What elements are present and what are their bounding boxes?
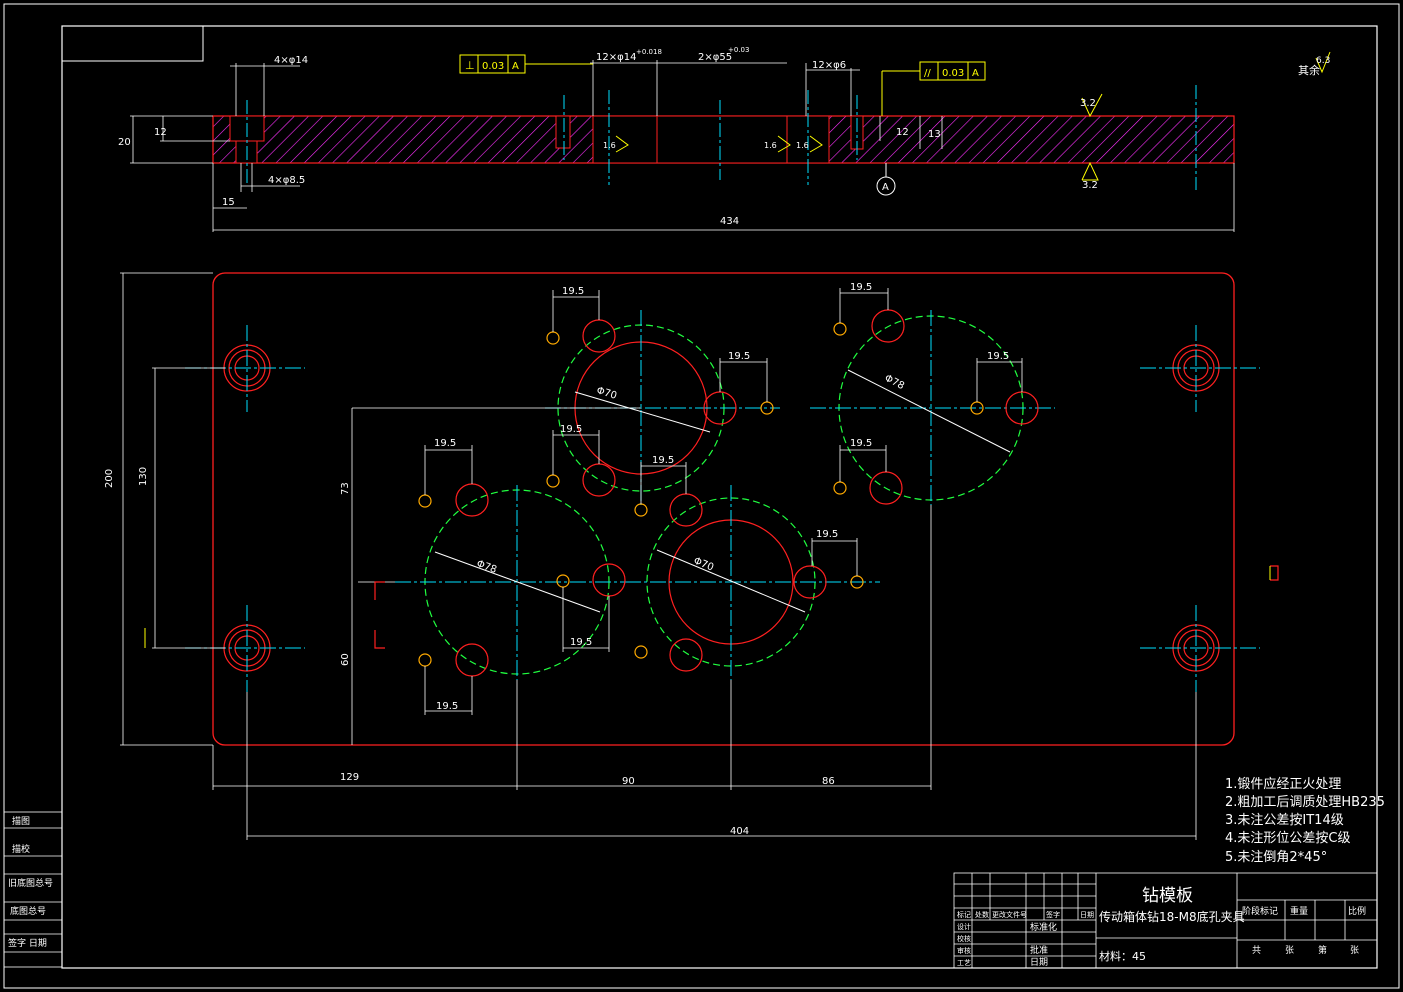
outer-border [3, 3, 1400, 989]
corner-holes [223, 344, 1220, 672]
svg-text:19.5: 19.5 [850, 438, 872, 449]
fcf-perp-symbol: ⊥ [465, 59, 475, 72]
svg-text:200: 200 [104, 469, 115, 488]
material-label: 材料：45 [1099, 949, 1146, 963]
fcf-parallelism: // 0.03 A [881, 61, 986, 116]
side-row-1: 描图 [12, 815, 30, 827]
svg-text:共: 共 [1252, 945, 1261, 956]
svg-text:12×φ14: 12×φ14 [596, 52, 636, 63]
svg-text:19.5: 19.5 [816, 529, 838, 540]
svg-text:1.6: 1.6 [764, 141, 777, 150]
svg-text:13: 13 [928, 129, 941, 140]
svg-text:+0.03: +0.03 [728, 46, 749, 54]
svg-text:19.5: 19.5 [436, 701, 458, 712]
svg-text:73: 73 [340, 482, 351, 495]
svg-text:设计: 设计 [957, 922, 971, 931]
fcf-par-value: 0.03 [942, 68, 964, 79]
fcf-perpendicularity: ⊥ 0.03 A [459, 54, 593, 74]
svg-text:20: 20 [118, 137, 131, 148]
svg-text:19.5: 19.5 [987, 351, 1009, 362]
svg-text:审核: 审核 [957, 946, 971, 955]
svg-text:签字: 签字 [1046, 910, 1060, 919]
svg-text:434: 434 [720, 216, 739, 227]
inner-frame [61, 25, 1378, 969]
svg-text:阶段标记: 阶段标记 [1242, 905, 1278, 917]
svg-text:更改文件号: 更改文件号 [992, 910, 1027, 919]
svg-text:工艺: 工艺 [957, 959, 971, 967]
part-name: 钻模板 [1142, 886, 1193, 906]
svg-text:90: 90 [622, 776, 635, 787]
svg-text:2×φ55: 2×φ55 [698, 52, 732, 63]
blind-hole-1 [555, 115, 571, 149]
roughness-rest-label: 其余 [1298, 63, 1320, 77]
svg-text:19.5: 19.5 [850, 282, 872, 293]
side-row-4: 底图总号 [10, 905, 46, 917]
svg-text:日期: 日期 [1030, 957, 1048, 968]
side-row-2: 描校 [12, 843, 30, 855]
title-block [953, 872, 1378, 969]
tech-note-2: 2.粗加工后调质处理HB235 [1225, 795, 1385, 810]
technical-notes: 1.锻件应经正火处理 2.粗加工后调质处理HB235 3.未注公差按IT14级 … [1225, 776, 1385, 865]
side-row-5: 签字 日期 [8, 937, 47, 949]
svg-text:校核: 校核 [957, 934, 971, 943]
svg-text:129: 129 [340, 772, 359, 783]
fcf-par-datum: A [972, 68, 979, 79]
bush-hole-1 [592, 115, 658, 164]
fcf-perp-value: 0.03 [482, 61, 504, 72]
svg-text:19.5: 19.5 [560, 424, 582, 435]
side-table [3, 811, 63, 968]
svg-text:1.6: 1.6 [603, 141, 616, 150]
svg-text:19.5: 19.5 [728, 351, 750, 362]
tech-note-4: 4.未注形位公差按C级 [1225, 831, 1350, 846]
svg-text:19.5: 19.5 [570, 637, 592, 648]
svg-text:86: 86 [822, 776, 835, 787]
svg-text:4×φ14: 4×φ14 [274, 55, 308, 66]
svg-text:1.6: 1.6 [796, 141, 809, 150]
svg-text:Φ70: Φ70 [692, 556, 715, 574]
svg-text:批准: 批准 [1030, 944, 1048, 956]
bush-hole-2 [656, 115, 788, 164]
svg-text:处数: 处数 [975, 910, 989, 919]
svg-text:130: 130 [138, 467, 149, 486]
svg-text:19.5: 19.5 [652, 455, 674, 466]
side-row-3: 旧底图总号 [8, 877, 53, 889]
svg-text:标记: 标记 [957, 910, 971, 919]
svg-text:第: 第 [1318, 944, 1327, 956]
svg-text:12: 12 [896, 127, 909, 138]
svg-text:标准化: 标准化 [1030, 921, 1057, 933]
tech-note-5: 5.未注倒角2*45° [1225, 850, 1327, 865]
svg-text:15: 15 [222, 197, 235, 208]
svg-text:19.5: 19.5 [434, 438, 456, 449]
svg-text:60: 60 [340, 653, 351, 666]
fcf-par-symbol: // [924, 68, 931, 79]
svg-text:A: A [882, 182, 889, 193]
svg-text:404: 404 [730, 826, 749, 837]
svg-text:12: 12 [154, 127, 167, 138]
svg-text:4×φ8.5: 4×φ8.5 [268, 175, 305, 186]
svg-text:12×φ6: 12×φ6 [812, 60, 846, 71]
svg-text:3.2: 3.2 [1080, 98, 1096, 109]
fcf-perp-datum: A [512, 61, 519, 72]
svg-text:+0.018: +0.018 [636, 48, 662, 56]
svg-text:6.3: 6.3 [1316, 56, 1330, 66]
svg-text:张: 张 [1285, 945, 1294, 956]
svg-text:Φ78: Φ78 [475, 558, 498, 575]
svg-text:日期: 日期 [1080, 911, 1094, 919]
svg-text:比例: 比例 [1348, 905, 1366, 917]
drawing-number-box [61, 25, 204, 62]
tech-note-3: 3.未注公差按IT14级 [1225, 813, 1344, 828]
plate-outline [212, 272, 1235, 746]
drawing-title: 传动箱体钻18-M8底孔夹具 [1099, 909, 1245, 924]
svg-text:19.5: 19.5 [562, 286, 584, 297]
tech-note-1: 1.锻件应经正火处理 [1225, 776, 1341, 792]
datum-a: A [876, 163, 896, 196]
svg-text:重量: 重量 [1290, 905, 1308, 917]
section-view: ⊥ 0.03 A // 0.03 A A 3.2 [118, 46, 1331, 232]
plan-view: 200 130 73 60 129 90 86 404 19.5 19.5 19… [104, 272, 1279, 840]
svg-text:3.2: 3.2 [1082, 180, 1098, 191]
svg-text:张: 张 [1350, 945, 1359, 956]
